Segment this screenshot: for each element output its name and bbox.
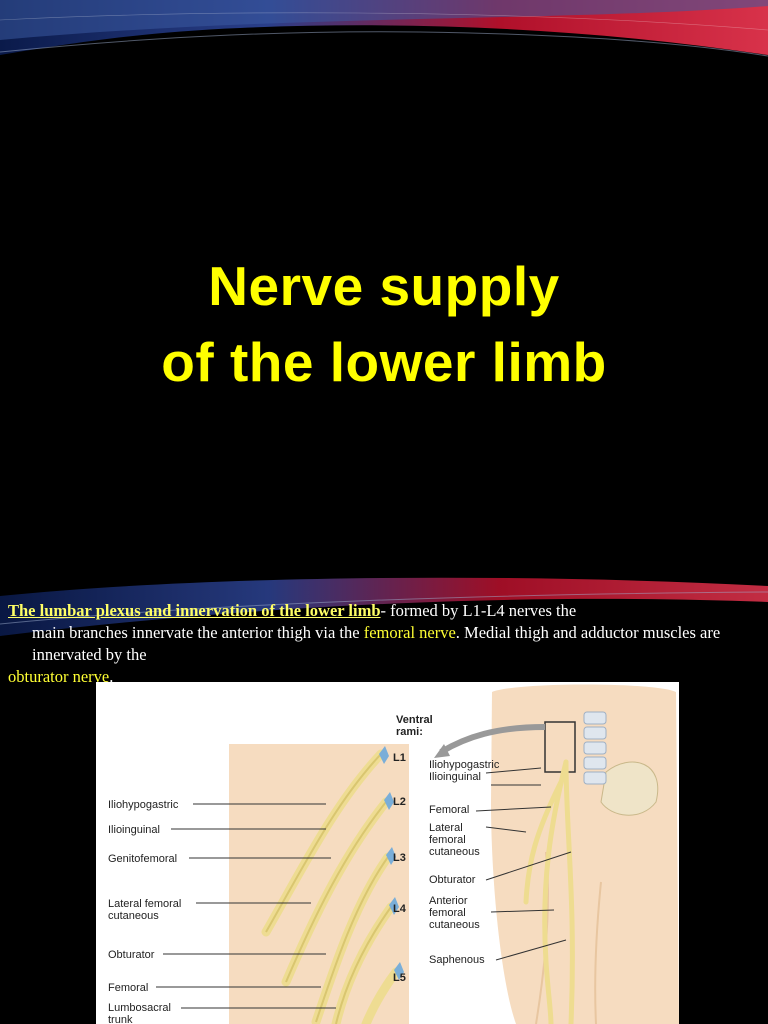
root-l2: L2 — [393, 796, 406, 808]
title-line-1: Nerve supply — [208, 255, 560, 317]
decorative-banner-2 — [0, 576, 768, 636]
label-saphenous: Saphenous — [429, 954, 485, 966]
label-femoral-right: Femoral — [429, 804, 470, 816]
intro-text-4: . — [109, 667, 114, 686]
root-l4: L4 — [393, 903, 406, 915]
label-obturator: Obturator — [108, 949, 155, 961]
root-l5: L5 — [393, 972, 406, 984]
label-lateral-femoral-cutaneous: Lateral femoral cutaneous — [108, 898, 182, 922]
title-line-2: of the lower limb — [161, 331, 607, 393]
obturator-nerve-text: obturator nerve — [8, 667, 110, 686]
label-lumbosacral-trunk: Lumbosacral trunk — [108, 1002, 171, 1024]
root-l1: L1 — [393, 752, 406, 764]
label-iliohypogastric: Iliohypogastric — [108, 799, 179, 811]
slide-title: Nerve supply of the lower limb — [0, 0, 768, 400]
label-lateral-femoral-cutaneous-right: Lateral femoral cutaneous — [429, 822, 480, 858]
intro-text-2: main branches innervate the anterior thi… — [32, 623, 364, 642]
label-anterior-femoral-cutaneous: Anterior femoral cutaneous — [429, 895, 480, 931]
label-obturator-right: Obturator — [429, 874, 476, 886]
plexus-illustration — [156, 684, 679, 1024]
intro-paragraph: The lumbar plexus and innervation of the… — [8, 600, 760, 688]
label-femoral: Femoral — [108, 982, 149, 994]
slide-lumbar-plexus: The lumbar plexus and innervation of the… — [0, 576, 768, 1024]
femoral-nerve-text: femoral nerve — [363, 623, 456, 642]
intro-text-1: - formed by L1-L4 nerves the — [380, 601, 577, 620]
decorative-banner — [0, 0, 768, 60]
label-ventral-rami: Ventral rami: — [396, 714, 433, 738]
intro-text-3b: obturator nerve. — [8, 667, 113, 686]
label-genitofemoral: Genitofemoral — [108, 853, 178, 865]
lumbar-plexus-figure: Iliohypogastric Ilioinguinal Genitofemor… — [96, 682, 679, 1024]
label-iliohypogastric-ilioinguinal-right: Iliohypogastric Ilioinguinal — [429, 759, 500, 783]
root-l3: L3 — [393, 852, 406, 864]
intro-text-3: . Medial thigh and adductor muscles are … — [32, 623, 721, 664]
label-ilioinguinal: Ilioinguinal — [108, 824, 160, 836]
intro-heading: The lumbar plexus and innervation of the… — [8, 601, 381, 620]
slide-title-text: Nerve supply of the lower limb — [0, 248, 768, 400]
